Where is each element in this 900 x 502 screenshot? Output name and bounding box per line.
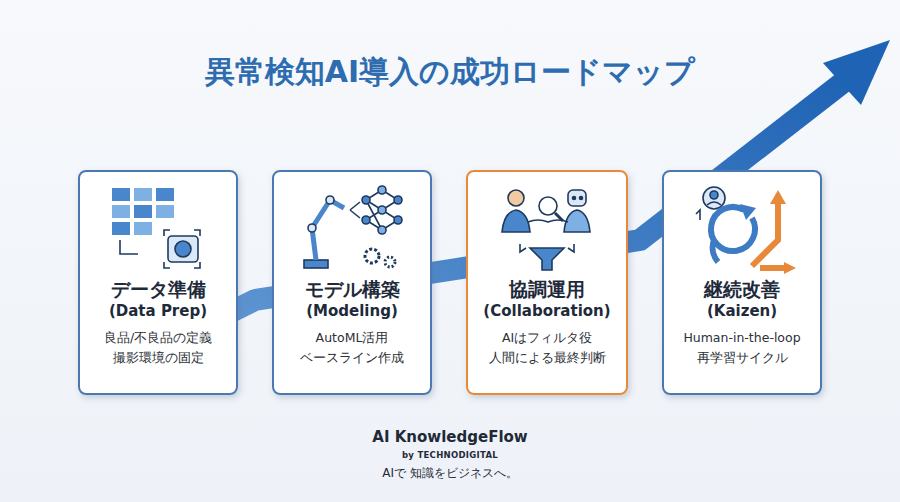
icon-model-part xyxy=(304,260,328,268)
icon-data-part xyxy=(134,222,152,235)
icon-model-part xyxy=(312,200,344,260)
step-card: データ準備(Data Prep) 良品/不良品の定義 撮影環境の固定 xyxy=(78,170,238,395)
step-subtitle: (Kaizen) xyxy=(707,302,777,322)
icon-model-part xyxy=(378,186,386,194)
diagram-title: 異常検知AI導入の成功ロードマップ xyxy=(0,52,900,93)
icon-data-part xyxy=(156,188,174,201)
icon-collaboration-part xyxy=(508,190,524,206)
icon-collaboration xyxy=(502,190,590,270)
icon-collaboration-part xyxy=(573,197,576,200)
icon-kaizen-part xyxy=(713,240,718,262)
icon-data xyxy=(112,188,200,268)
step-subtitle: (Modeling) xyxy=(306,302,398,322)
icon-kaizen-part xyxy=(707,202,721,205)
icon-collaboration-part xyxy=(539,197,557,215)
brand-tagline: AIで 知識をビジネスへ。 xyxy=(0,465,900,482)
step-heading: モデル構築 xyxy=(305,278,400,302)
icon-data-part xyxy=(120,240,138,254)
step-subtitle: (Collaboration) xyxy=(483,302,610,322)
icon-model-part xyxy=(362,216,370,224)
step-description: Human-in-the-loop 再学習サイクル xyxy=(670,328,814,367)
icon-data-part xyxy=(164,230,200,268)
card-fill xyxy=(662,170,822,395)
icon-model-part xyxy=(378,226,386,234)
card-fill xyxy=(272,170,432,395)
icon-collaboration-part xyxy=(564,210,590,232)
icon-data-part xyxy=(112,205,130,218)
icon-data-part xyxy=(112,222,130,235)
step-card: 協調運用(Collaboration) AIはフィルタ役 人間による最終判断 xyxy=(466,170,628,395)
icon-model-part xyxy=(394,196,402,204)
card-fill xyxy=(78,170,238,395)
icon-data-part xyxy=(168,236,198,262)
step-subtitle: (Data Prep) xyxy=(109,302,207,322)
icon-model-part xyxy=(394,216,402,224)
brand-byline: by TECHNODIGITAL xyxy=(0,450,900,460)
step-description: AutoML活用 ベースライン作成 xyxy=(280,328,424,367)
step-heading: 継続改善 xyxy=(704,278,780,302)
icon-model-part xyxy=(365,249,379,263)
icon-collaboration-part xyxy=(580,197,583,200)
icon-model-part xyxy=(366,190,398,230)
icon-data-part xyxy=(134,188,152,201)
icon-data-part xyxy=(175,241,191,257)
icon-data-part xyxy=(134,205,152,218)
icon-kaizen-part xyxy=(770,190,786,204)
icon-kaizen-part xyxy=(784,262,796,274)
icon-model-part xyxy=(308,224,316,232)
icon-kaizen xyxy=(696,187,796,274)
icon-collaboration-part xyxy=(555,213,563,221)
icon-model-part xyxy=(326,196,334,204)
icon-model-part xyxy=(385,257,395,267)
step-card: モデル構築(Modeling) AutoML活用 ベースライン作成 xyxy=(272,170,432,395)
step-heading: 協調運用 xyxy=(509,278,585,302)
icon-collaboration-part xyxy=(502,210,530,232)
icon-model-part xyxy=(378,206,386,214)
icon-kaizen-part xyxy=(760,265,784,271)
growth-arrow-part xyxy=(823,40,890,105)
icon-model xyxy=(304,186,402,268)
icon-kaizen-part xyxy=(752,200,778,266)
step-heading: データ準備 xyxy=(111,278,206,302)
step-description: AIはフィルタ役 人間による最終判断 xyxy=(474,328,620,367)
step-description: 良品/不良品の定義 撮影環境の固定 xyxy=(86,328,230,367)
icon-kaizen-part xyxy=(710,191,718,199)
card-fill xyxy=(466,170,628,395)
icon-collaboration-part xyxy=(568,190,586,206)
icon-kaizen-part xyxy=(740,204,756,220)
icon-kaizen-part xyxy=(696,210,700,220)
icon-model-part xyxy=(362,196,370,204)
icon-data-part xyxy=(156,205,174,218)
icon-collaboration-part xyxy=(520,244,574,252)
brand-name: AI KnowledgeFlow xyxy=(0,428,900,446)
icon-model-part xyxy=(350,202,360,218)
icon-kaizen-part xyxy=(703,187,725,209)
step-card: 継続改善(Kaizen) Human-in-the-loop 再学習サイクル xyxy=(662,170,822,395)
icon-collaboration-part xyxy=(530,248,564,270)
icon-data-part xyxy=(112,188,130,201)
card-fills xyxy=(78,170,822,395)
